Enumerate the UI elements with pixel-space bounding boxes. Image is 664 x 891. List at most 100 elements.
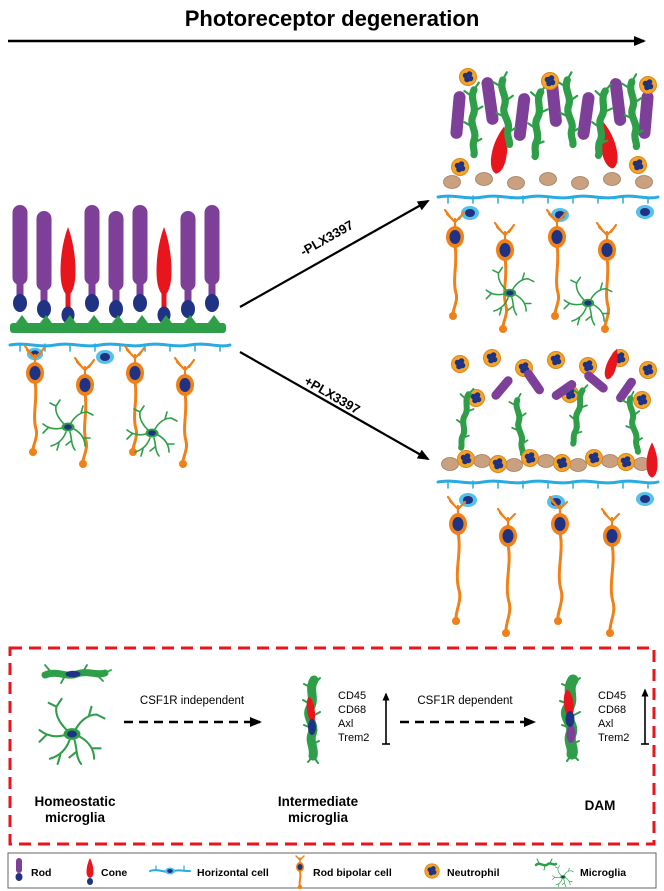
neutrophil [457, 450, 475, 468]
marker-cd68: CD68 [338, 704, 366, 716]
photoreceptor-remnant [441, 457, 459, 471]
rod-bipolar-cell [443, 208, 466, 322]
marker-cd45: CD45 [338, 690, 366, 702]
marker-trem2: Trem2 [338, 732, 369, 744]
photoreceptor-remnant [571, 176, 589, 190]
degenerated-retina-minus-plx-panel [436, 68, 660, 335]
rod [204, 205, 220, 312]
neutrophil [547, 351, 565, 369]
rod-debris [576, 91, 596, 141]
stage-label-homeostatic-2: microglia [45, 810, 106, 825]
neutrophil [483, 349, 501, 367]
rod [36, 211, 52, 318]
photoreceptor-remnant [443, 175, 461, 189]
rod-debris [449, 90, 467, 140]
minus-plx3397-arrow: -PLX3397 [239, 200, 430, 308]
marker-trem2: Trem2 [598, 732, 629, 744]
microglia-icon [552, 865, 574, 887]
transition-label-2: CSF1R dependent [417, 695, 513, 707]
rod-bipolar-cell [548, 495, 571, 627]
photoreceptor-remnant [539, 172, 557, 186]
neutrophil [459, 68, 477, 86]
legend-label-horizontal-cell: Horizontal cell [197, 867, 269, 879]
legend-item-rod: Rod [15, 858, 51, 881]
neutrophil [639, 76, 657, 94]
legend: Rod Cone Horizontal cell [7, 852, 657, 890]
legend-item-rod-bipolar-cell: Rod bipolar cell [295, 855, 392, 890]
legend-item-cone: Cone [86, 858, 127, 885]
microglia-surveilling [45, 665, 111, 683]
rod [108, 211, 124, 318]
neutrophil [553, 454, 571, 472]
photoreceptor-remnant [537, 454, 555, 468]
photoreceptor-remnant [635, 175, 653, 189]
microglia-ramified [485, 266, 535, 316]
marker-cd68: CD68 [598, 704, 626, 716]
legend-label-microglia: Microglia [580, 867, 626, 879]
cone [60, 227, 76, 324]
minus-plx3397-label: -PLX3397 [298, 217, 356, 259]
rod-bipolar-cell [493, 221, 516, 335]
neutrophil [541, 72, 559, 90]
neutrophil [451, 355, 469, 373]
transition-csf1r-independent: CSF1R independent [124, 695, 262, 727]
rod-icon [15, 858, 23, 881]
cone-icon [86, 858, 94, 885]
rod [84, 205, 100, 312]
neutrophil [633, 391, 651, 409]
stage-dam: CD45 CD68 Axl Trem2 DAM [560, 678, 649, 813]
microglia-activated [464, 83, 482, 155]
rod-bipolar-cell [173, 356, 196, 470]
degenerated-retina-plus-plx-panel [436, 347, 660, 639]
rod-bipolar-cell [600, 507, 623, 639]
stage-intermediate: CD45 CD68 Axl Trem2 Intermediate microgl… [278, 678, 390, 825]
marker-axl: Axl [338, 718, 353, 730]
rod-bipolar-cell [496, 507, 519, 639]
transition-csf1r-dependent: CSF1R dependent [400, 695, 536, 727]
marker-list-intermediate: CD45 CD68 Axl Trem2 [338, 690, 390, 745]
legend-label-cone: Cone [101, 867, 127, 879]
plus-plx3397-arrow: +PLX3397 [239, 351, 430, 460]
legend-item-horizontal-cell: Horizontal cell [149, 865, 269, 879]
rod-debris [489, 374, 515, 402]
rod [132, 205, 148, 312]
neutrophil [585, 449, 603, 467]
stage-homeostatic: Homeostatic microglia [34, 665, 116, 825]
horizontal-cell-soma [636, 205, 654, 219]
figure-title: Photoreceptor degeneration [185, 6, 480, 31]
rod-bipolar-cell [123, 344, 146, 458]
legend-border [7, 852, 657, 889]
marker-axl: Axl [598, 718, 613, 730]
photoreceptor-remnant [569, 458, 587, 472]
rod-debris [513, 92, 531, 142]
microglia-ramified [563, 276, 613, 326]
horizontal-cell-band [436, 194, 660, 205]
photoreceptor-remnant [601, 454, 619, 468]
rod-bipolar-cell [23, 344, 46, 458]
microglia-ramified [38, 697, 106, 765]
cone [156, 227, 172, 324]
rod-bipolar-cell [595, 221, 618, 335]
photoreceptor-remnant [603, 172, 621, 186]
neutrophil [489, 455, 507, 473]
rod [12, 205, 28, 312]
microglia-icon [534, 858, 558, 871]
rod-bipolar-cell [446, 495, 469, 627]
cone-debris [646, 442, 658, 478]
neutrophil [629, 156, 647, 174]
rod-bipolar-cell-icon [295, 855, 305, 890]
stage-label-intermediate-2: microglia [288, 810, 349, 825]
microglia-activated [509, 393, 530, 454]
photoreceptor-remnant [475, 172, 493, 186]
neutrophil [639, 361, 657, 379]
stage-label-homeostatic-1: Homeostatic [34, 794, 116, 809]
legend-item-neutrophil: Neutrophil [424, 863, 500, 879]
marker-list-dam: CD45 CD68 Axl Trem2 [598, 688, 649, 745]
plus-plx3397-label: +PLX3397 [302, 373, 363, 417]
horizontal-cell-soma [636, 492, 654, 506]
legend-label-neutrophil: Neutrophil [447, 867, 500, 879]
photoreceptor-remnant [507, 176, 525, 190]
horizontal-cell-soma [96, 350, 114, 364]
transition-label-1: CSF1R independent [140, 695, 245, 707]
